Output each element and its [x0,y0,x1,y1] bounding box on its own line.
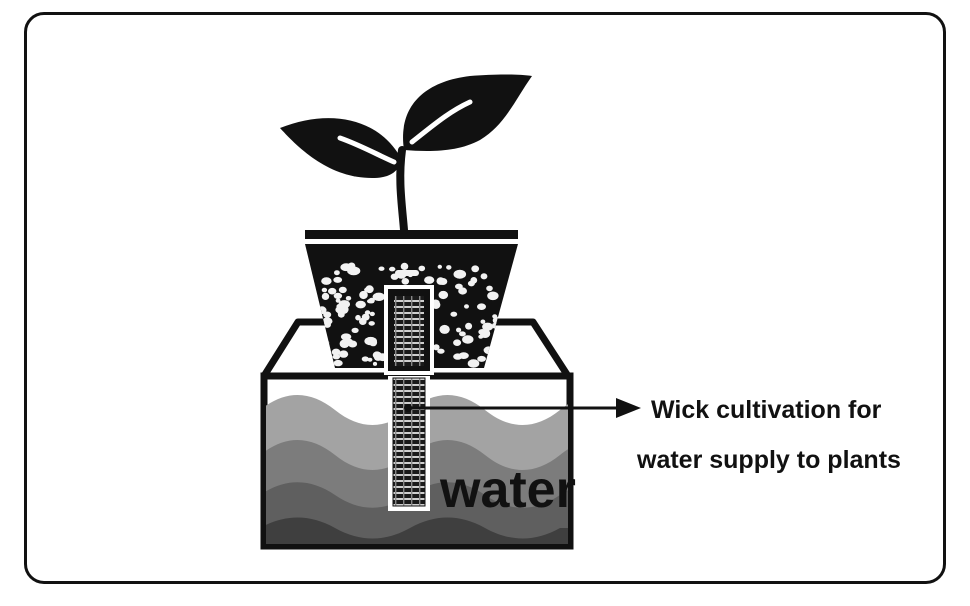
leaf-left [280,118,402,178]
pebble [364,336,378,346]
pebble [331,348,341,356]
pebble [465,322,473,330]
pebble [477,355,486,362]
pebble [487,291,499,301]
pebble [348,340,358,348]
pebble [359,317,367,325]
pebble [321,287,328,293]
pebble [338,286,347,294]
pebble [492,314,498,319]
pebble [351,327,359,333]
pebble [355,300,366,309]
pebble [453,353,463,360]
pebble [424,276,435,284]
pebble [340,333,352,341]
leaf-right-vein [409,99,473,145]
pebble [462,335,474,344]
pebble [333,359,343,367]
pebble [378,266,385,271]
pebble [401,278,410,285]
pebble [395,270,419,276]
pebble [369,311,375,317]
pebble [339,350,349,358]
caption-line-2: water supply to plants [636,446,901,474]
pebble [480,319,486,324]
pebble [364,310,371,315]
pebble [332,354,341,360]
pebble [340,263,352,272]
pebble [446,265,452,270]
leaf-left-vein [337,135,397,165]
pebble [389,266,396,272]
wick [384,285,434,511]
pebble [453,269,467,279]
pebble [477,303,486,311]
pebble [359,290,368,300]
water-layer-dark [266,517,568,544]
arrowhead [616,398,641,418]
pebble [455,283,463,290]
water-label: water [439,461,576,519]
pebble [322,317,333,326]
pebble [458,287,467,295]
plant-stem [396,146,408,234]
water-layer-mid-dark [266,482,568,544]
pebble [368,321,375,326]
pebble [333,292,343,299]
pebble [439,324,450,334]
pebble [328,287,337,295]
pebble [418,265,426,272]
pebble [437,348,445,354]
pebble [335,298,341,303]
pebble [323,311,332,318]
pebble [355,314,361,321]
pebble [400,262,409,270]
pebble [433,344,440,351]
pebble [459,331,466,337]
pointer-arrow [404,398,641,418]
pot-rim [305,230,518,239]
pebble [334,270,340,276]
pebble [438,290,449,300]
pebble [368,297,375,304]
pebble [456,327,462,333]
leaf-right [403,74,532,151]
pebble [372,361,378,366]
pebble [364,287,370,292]
pebble [321,277,332,285]
pebble [361,356,369,362]
pebble [345,296,352,301]
pebble [372,292,385,301]
pebble [333,276,343,283]
pebble [450,311,458,317]
pebble [321,292,330,300]
pebble [480,273,488,280]
caption-line-1: Wick cultivation for [651,396,882,424]
pebble [467,280,475,287]
pebble [464,304,469,309]
pebble [486,285,493,292]
pebble [453,339,462,347]
pebble [373,351,383,361]
pebble [437,264,442,269]
pebble [436,277,445,285]
plant-seedling [280,74,532,234]
pebble [480,329,491,339]
pebble [335,306,342,313]
pebble [467,359,480,368]
pebble [482,322,494,331]
pebble [339,339,350,349]
pebble [471,265,480,273]
